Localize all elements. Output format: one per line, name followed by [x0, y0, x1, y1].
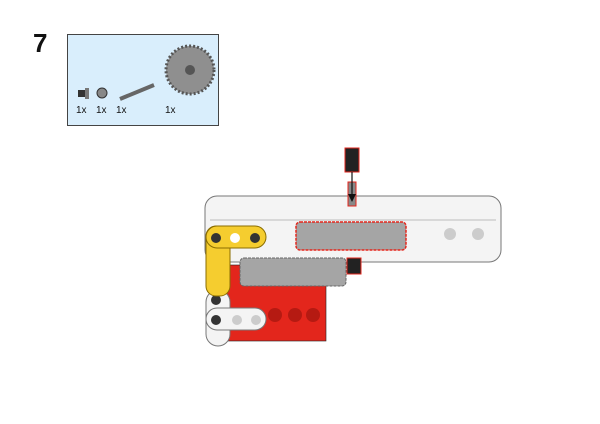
yellow-beam: [205, 225, 267, 297]
arrow-down-icon: [348, 172, 356, 202]
step-number: 7: [33, 28, 48, 58]
parts-callout: 1x 1x 1x 1x: [67, 34, 219, 126]
axle-pin-icon: [78, 88, 89, 99]
axle-icon: [119, 83, 155, 101]
gear-icon: [164, 44, 216, 96]
gear-lower: [239, 257, 362, 287]
part-qty: 1x: [116, 105, 127, 116]
gear-40-installed: [295, 221, 407, 251]
bush-icon: [96, 87, 108, 99]
part-qty: 1x: [165, 105, 176, 116]
part-qty: 1x: [96, 105, 107, 116]
axle-pin-new: [344, 147, 360, 207]
parts-illustration: [78, 44, 216, 101]
white-beam-lower: [205, 289, 267, 347]
part-qty: 1x: [76, 105, 87, 116]
